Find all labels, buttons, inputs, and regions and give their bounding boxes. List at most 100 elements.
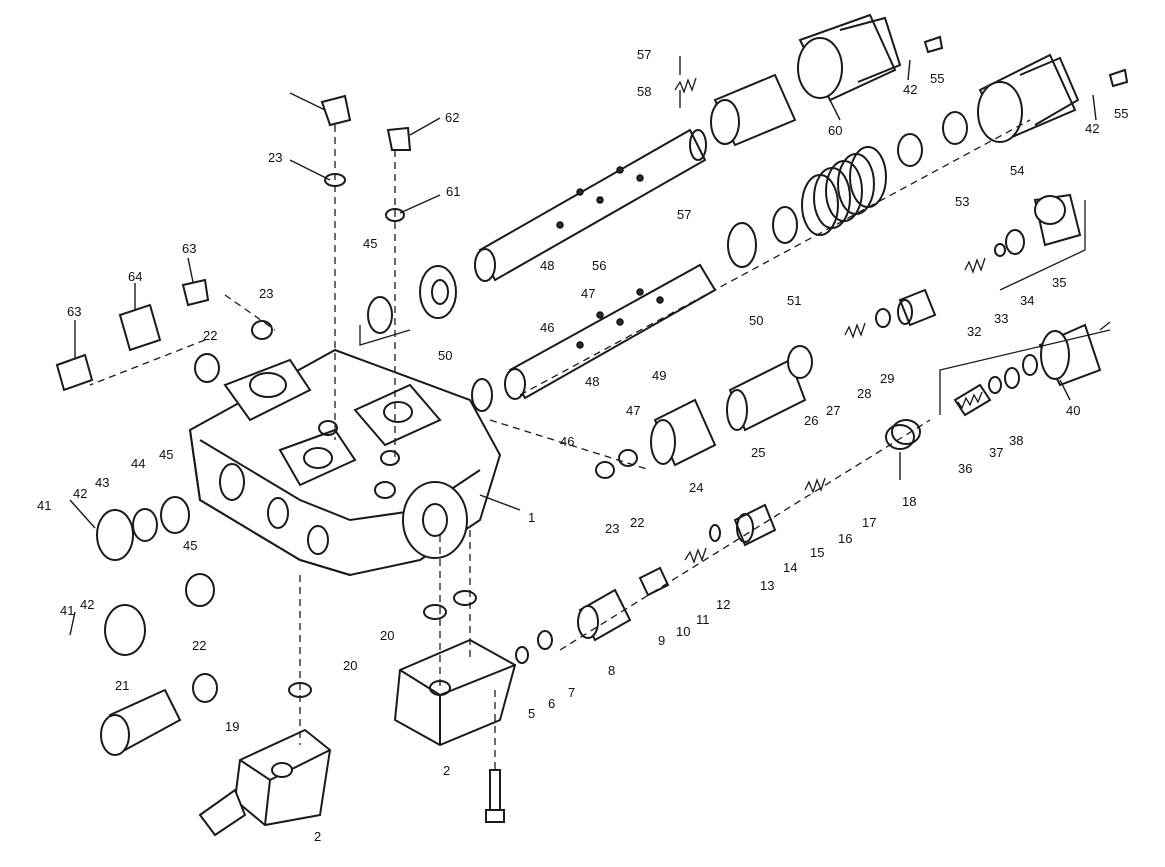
label-53: 53 — [955, 194, 969, 209]
label-50a: 50 — [438, 348, 452, 363]
part-8 — [577, 588, 632, 642]
spool-upper — [474, 128, 707, 282]
label-41a: 41 — [37, 498, 51, 513]
label-55b: 55 — [1114, 106, 1128, 121]
label-43: 43 — [95, 475, 109, 490]
label-34: 34 — [1020, 293, 1034, 308]
part-26 — [787, 345, 813, 379]
label-2b: 2 — [314, 829, 321, 844]
part-38-39 — [1004, 354, 1038, 389]
label-55a: 55 — [930, 71, 944, 86]
label-48a: 48 — [540, 258, 554, 273]
label-56: 56 — [592, 258, 606, 273]
label-20b: 20 — [343, 658, 357, 673]
label-12: 12 — [716, 597, 730, 612]
assembly-axes — [89, 119, 1111, 770]
label-58: 58 — [637, 84, 651, 99]
label-61: 61 — [446, 184, 460, 199]
label-50b: 50 — [749, 313, 763, 328]
label-33: 33 — [994, 311, 1008, 326]
label-42b: 42 — [80, 597, 94, 612]
label-22c: 22 — [630, 515, 644, 530]
label-42c: 42 — [903, 82, 917, 97]
label-29: 29 — [880, 371, 894, 386]
label-13: 13 — [760, 578, 774, 593]
label-46a: 46 — [540, 320, 554, 335]
label-7: 7 — [568, 685, 575, 700]
label-9: 9 — [658, 633, 665, 648]
label-37: 37 — [989, 445, 1003, 460]
label-35: 35 — [1052, 275, 1066, 290]
label-63b: 63 — [67, 304, 81, 319]
block-2-lower-left — [198, 728, 332, 837]
label-10: 10 — [676, 624, 690, 639]
label-46b: 46 — [560, 434, 574, 449]
label-2a: 2 — [443, 763, 450, 778]
label-42a: 42 — [73, 486, 87, 501]
part-25 — [726, 358, 807, 432]
label-42d: 42 — [1085, 121, 1099, 136]
label-44: 44 — [131, 456, 145, 471]
label-54: 54 — [1010, 163, 1024, 178]
label-23b: 23 — [259, 286, 273, 301]
bolt-lower — [485, 769, 505, 823]
label-45a: 45 — [159, 447, 173, 462]
valve-body — [188, 348, 502, 577]
part-36 — [953, 383, 992, 417]
flange-50 — [419, 265, 457, 319]
label-16: 16 — [838, 531, 852, 546]
label-45c: 45 — [363, 236, 377, 251]
label-22b: 22 — [192, 638, 206, 653]
label-6: 6 — [548, 696, 555, 711]
part-18 — [885, 419, 921, 450]
part-13 — [733, 503, 777, 547]
part-9 — [638, 566, 670, 597]
label-27: 27 — [826, 403, 840, 418]
label-32: 32 — [967, 324, 981, 339]
label-23a: 23 — [268, 150, 282, 165]
label-48b: 48 — [585, 374, 599, 389]
cap-housing-54 — [977, 53, 1080, 143]
label-23c: 23 — [605, 521, 619, 536]
part-21 — [100, 688, 182, 756]
label-62: 62 — [445, 110, 459, 125]
label-15: 15 — [810, 545, 824, 560]
label-14: 14 — [783, 560, 797, 575]
spring-52 — [801, 146, 887, 236]
label-11: 11 — [696, 612, 710, 627]
label-49: 49 — [652, 368, 666, 383]
label-40: 40 — [1066, 403, 1080, 418]
label-5: 5 — [528, 706, 535, 721]
label-25: 25 — [751, 445, 765, 460]
part-labels: 1 2 2 5 6 7 8 9 10 11 12 13 14 15 16 17 … — [37, 47, 1128, 844]
label-57b: 57 — [677, 207, 691, 222]
label-47b: 47 — [626, 403, 640, 418]
label-1: 1 — [528, 510, 535, 525]
label-57a: 57 — [637, 47, 651, 62]
label-17: 17 — [862, 515, 876, 530]
label-8: 8 — [608, 663, 615, 678]
seal-rings — [96, 111, 1025, 754]
springs-small — [674, 77, 986, 564]
label-36: 36 — [958, 461, 972, 476]
part-30 — [897, 288, 937, 327]
part-40 — [1038, 321, 1111, 387]
label-24: 24 — [689, 480, 703, 495]
label-64: 64 — [128, 269, 142, 284]
label-20a: 20 — [380, 628, 394, 643]
label-47a: 47 — [581, 286, 595, 301]
label-38: 38 — [1009, 433, 1023, 448]
label-45b: 45 — [183, 538, 197, 553]
label-18: 18 — [902, 494, 916, 509]
label-28: 28 — [857, 386, 871, 401]
leader-lines — [69, 56, 1097, 636]
label-21: 21 — [115, 678, 129, 693]
part-24 — [650, 398, 717, 467]
block-2-lower-center — [393, 638, 517, 747]
label-41b: 41 — [60, 603, 74, 618]
label-22a: 22 — [203, 328, 217, 343]
plugs — [55, 35, 1129, 392]
label-60: 60 — [828, 123, 842, 138]
